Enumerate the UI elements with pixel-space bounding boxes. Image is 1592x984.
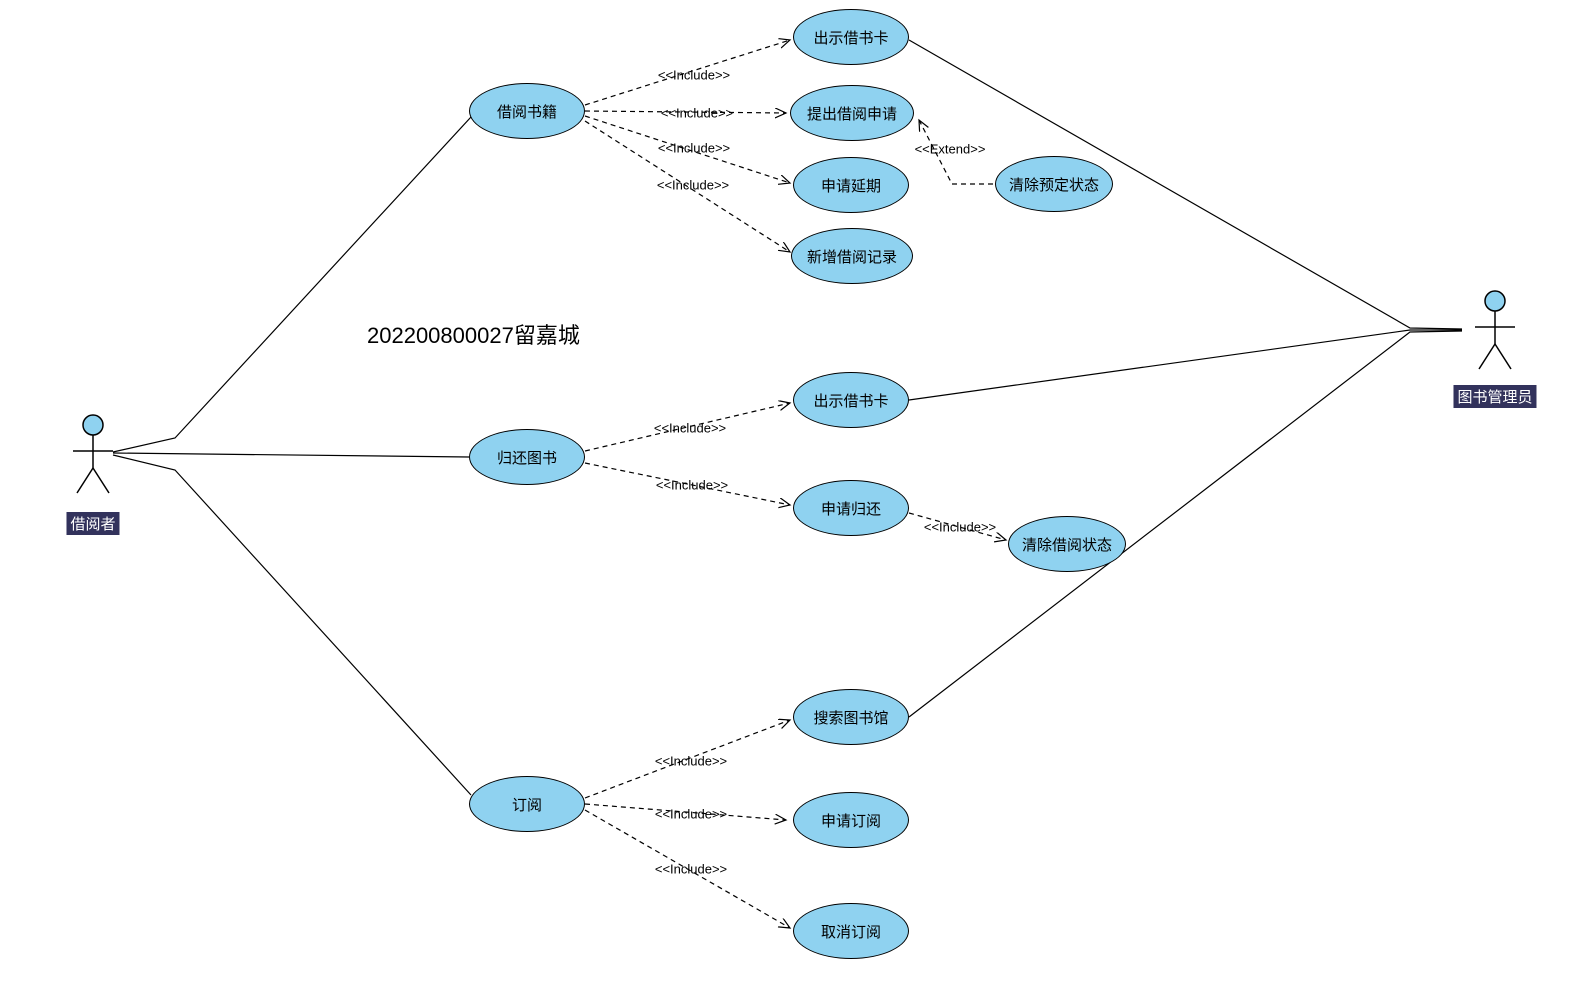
usecase-borrow-books: 借阅书籍 (469, 83, 585, 139)
actor-borrower-label: 借阅者 (66, 512, 120, 535)
actor-admin-label: 图书管理员 (1453, 385, 1537, 408)
include-label: <<Include>> (654, 753, 728, 769)
usecase-request-return: 申请归还 (793, 480, 909, 536)
include-label: <<Include>> (654, 806, 728, 822)
usecase-subscribe: 订阅 (469, 776, 585, 832)
diagram-title: 202200800027留嘉城 (367, 323, 580, 348)
usecase-request-extension: 申请延期 (793, 157, 909, 213)
include-label: <<Include>> (656, 177, 730, 193)
usecase-show-card-mid: 出示借书卡 (793, 372, 909, 428)
include-extend-arrows (584, 40, 1006, 928)
usecase-show-card-top: 出示借书卡 (793, 9, 909, 65)
include-label: <<Include>> (654, 861, 728, 877)
include-label: <<Include>> (655, 477, 729, 493)
usecase-search-library: 搜索图书馆 (793, 689, 909, 745)
include-label: <<Include>> (660, 105, 734, 121)
extend-label: <<Extend>> (914, 141, 986, 157)
include-label: <<Include>> (657, 140, 731, 156)
admin-figure (1475, 290, 1515, 370)
include-label: <<Include>> (923, 519, 997, 535)
usecase-cancel-subscription: 取消订阅 (793, 903, 909, 959)
borrower-figure (73, 414, 113, 494)
borrower-associations (112, 116, 472, 796)
include-label: <<Include>> (653, 420, 727, 436)
usecase-submit-borrow-request: 提出借阅申请 (790, 85, 914, 141)
usecase-clear-borrow-status: 清除借阅状态 (1008, 516, 1126, 572)
usecase-request-subscription: 申请订阅 (793, 792, 909, 848)
usecase-add-borrow-record: 新增借阅记录 (791, 228, 913, 284)
include-label: <<Include>> (657, 67, 731, 83)
usecase-return-books: 归还图书 (469, 429, 585, 485)
usecase-clear-reservation-status: 清除预定状态 (995, 156, 1113, 212)
admin-associations (908, 39, 1463, 718)
